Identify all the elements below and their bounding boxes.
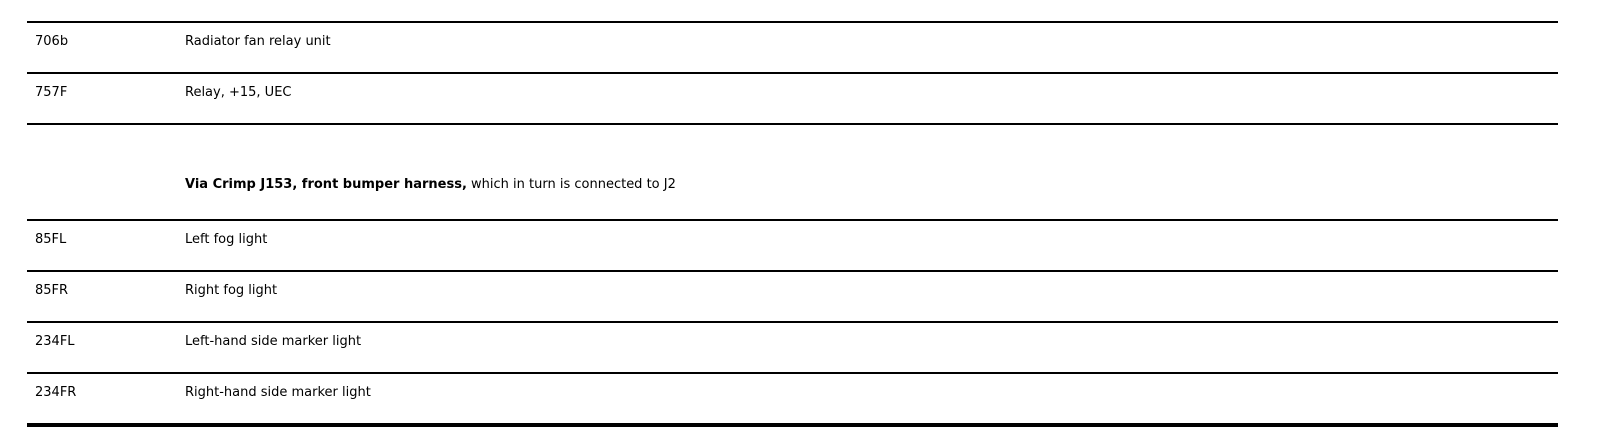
component-description: Relay, +15, UEC (185, 85, 292, 100)
component-code: 85FR (35, 283, 69, 298)
crimp-note-section: Via Crimp J153, front bumper harness, wh… (27, 123, 1558, 219)
crimp-note: Via Crimp J153, front bumper harness, wh… (185, 125, 1558, 193)
component-code-table: 706b Radiator fan relay unit 757F Relay,… (27, 21, 1558, 427)
component-description: Right fog light (185, 283, 278, 298)
component-code: 85FL (35, 232, 67, 247)
table-row: 706b Radiator fan relay unit (27, 21, 1558, 72)
component-description: Radiator fan relay unit (185, 34, 331, 49)
component-code: 234FL (35, 334, 75, 349)
crimp-note-bold-text: Via Crimp J153, front bumper harness, (185, 177, 467, 192)
table-row: 85FL Left fog light (27, 219, 1558, 270)
component-description: Left fog light (185, 232, 268, 247)
table-row: 85FR Right fog light (27, 270, 1558, 321)
table-row: 234FL Left-hand side marker light (27, 321, 1558, 372)
component-code: 706b (35, 34, 69, 49)
crimp-note-regular-text: which in turn is connected to J2 (466, 177, 676, 192)
component-description: Right-hand side marker light (185, 385, 371, 400)
table-row: 234FR Right-hand side marker light (27, 372, 1558, 423)
component-code: 757F (35, 85, 68, 100)
component-description: Left-hand side marker light (185, 334, 362, 349)
table-row: 757F Relay, +15, UEC (27, 72, 1558, 123)
component-code: 234FR (35, 385, 77, 400)
